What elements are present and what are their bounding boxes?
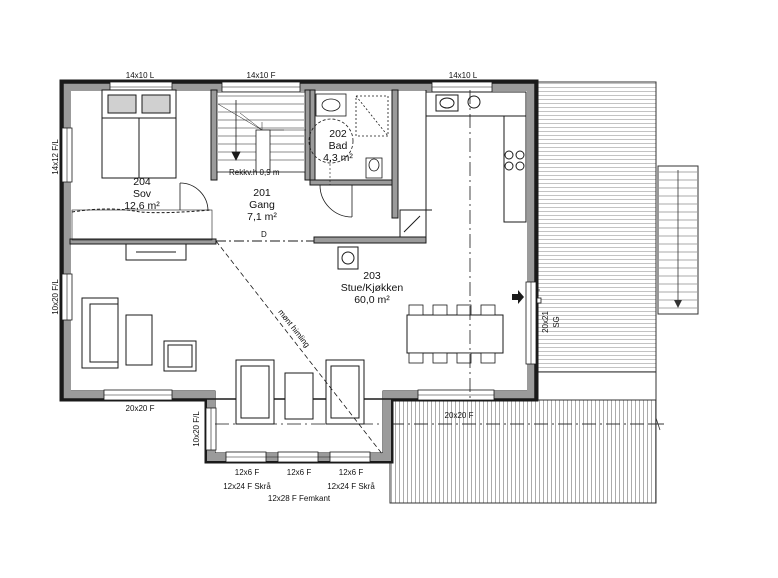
dining-chair — [408, 304, 424, 316]
window-label-top-left: 14x10 L — [126, 71, 155, 80]
room-sov-name: Sov — [133, 188, 152, 200]
dining-chair — [480, 304, 496, 316]
annotation-ceiling: mønt himling — [276, 308, 311, 350]
window-label-bay-2: 12x6 F — [287, 468, 312, 477]
stair-winder — [239, 112, 263, 131]
room-gang-number: 201 — [253, 187, 271, 199]
room-bad-area: 4,3 m² — [323, 152, 353, 164]
window-label-bottom-left: 20x20 F — [126, 404, 155, 413]
stair — [216, 91, 306, 173]
room-bad-number: 202 — [329, 128, 347, 140]
room-sov-number: 204 — [133, 176, 151, 188]
window-label-left-upper: 14x12 F/L — [51, 139, 60, 175]
window-label-bay-left: 10x20 F/L — [192, 411, 201, 447]
window-label-left-lower: 10x20 F/L — [51, 279, 60, 315]
living-furniture — [81, 243, 504, 425]
room-gang-name: Gang — [249, 199, 275, 211]
dining-chair — [408, 352, 424, 364]
sov-door — [179, 182, 209, 212]
window-label-bay-1: 12x6 F — [235, 468, 260, 477]
window-labels: 14x10 L 14x10 F 14x10 L 14x12 F/L 10x20 … — [51, 71, 561, 477]
annotation-rekkv: Rekkv.h 0,9 m — [229, 168, 280, 177]
terrace — [389, 81, 699, 504]
room-sov-area: 12,6 m² — [124, 200, 160, 212]
dining-chair — [432, 304, 448, 316]
window-label-top-mid: 14x10 F — [247, 71, 276, 80]
deck-stair — [657, 165, 699, 315]
room-stue-name: Stue/Kjøkken — [341, 282, 404, 294]
door-label-right: 20x21 — [541, 311, 550, 333]
note-skra-left: 12x24 F Skrå — [223, 482, 271, 491]
dining-chair — [480, 352, 496, 364]
stair-winder — [217, 103, 263, 131]
note-skra-right: 12x24 F Skrå — [327, 482, 375, 491]
entrance-arrow — [512, 290, 524, 304]
reference-lines — [215, 90, 471, 456]
window-label-top-right: 14x10 L — [449, 71, 478, 80]
bed — [101, 89, 177, 179]
dining-chair — [432, 352, 448, 364]
deck-door-marks — [536, 289, 542, 304]
bathroom-fixtures — [308, 93, 389, 218]
dining-chair — [456, 352, 472, 364]
annotation-d-marker: D — [261, 230, 267, 239]
note-femkant: 12x28 F Femkant — [268, 494, 331, 503]
window-label-deck-right: 20x20 F — [445, 411, 474, 420]
dining-chair — [456, 304, 472, 316]
room-stue-number: 203 — [363, 270, 381, 282]
bay-notes: 12x24 F Skrå 12x24 F Skrå 12x28 F Femkan… — [223, 482, 375, 503]
door-label-right-sub: SG — [552, 316, 561, 328]
kitchen-counter — [399, 90, 527, 238]
room-bad-name: Bad — [329, 140, 348, 152]
window-label-bay-3: 12x6 F — [339, 468, 364, 477]
room-gang-area: 7,1 m² — [247, 211, 277, 223]
wardrobe — [71, 208, 213, 241]
room-labels: 204 Sov 12,6 m² 201 Gang 7,1 m² 202 Bad … — [124, 128, 403, 306]
interior-walls — [69, 89, 427, 245]
room-stue-area: 60,0 m² — [354, 294, 390, 306]
